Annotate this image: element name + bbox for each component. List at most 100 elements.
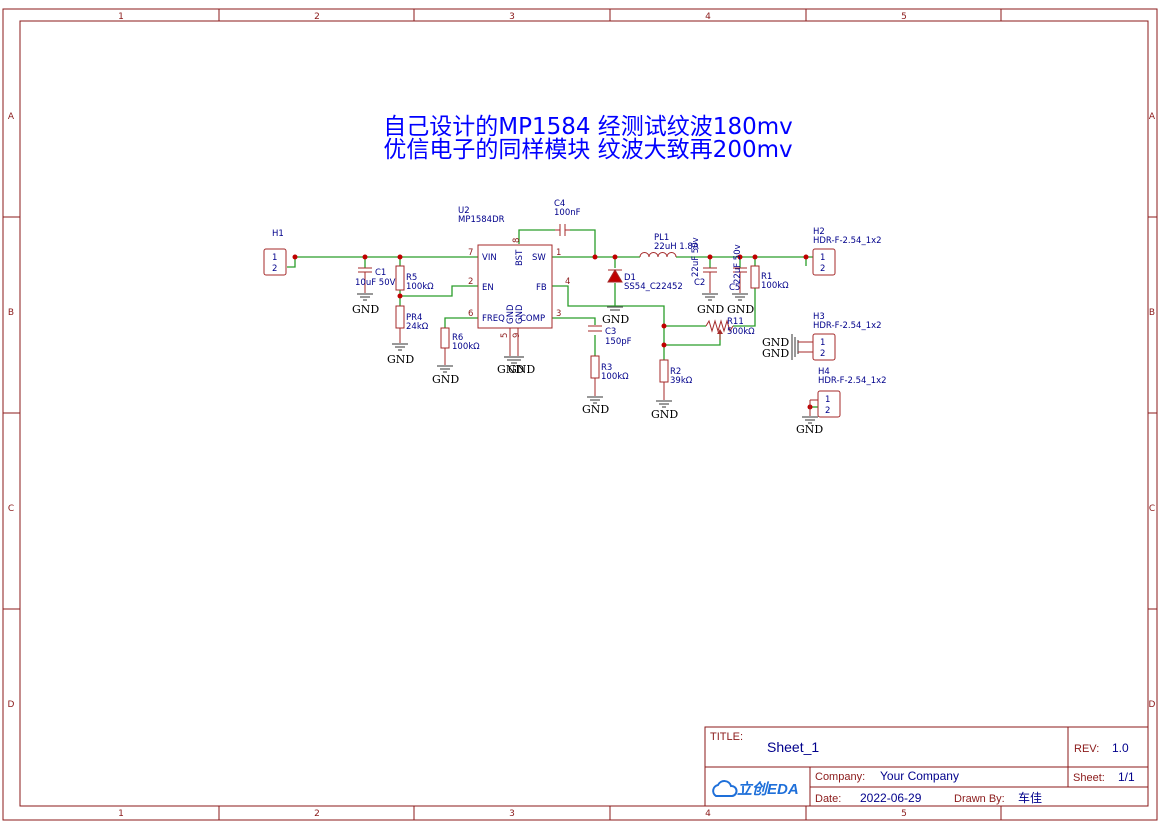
zone-col-3-bottom: 3	[509, 809, 515, 819]
resistor-r2: R2 39kΩ	[659, 359, 693, 400]
diode-d1: D1 SS54_C22452	[607, 269, 683, 292]
c2-value: 22uF 50v	[691, 237, 701, 277]
ic-u2: U2 MP1584DR VIN EN FREQ SW FB COMP BST G…	[458, 206, 570, 356]
c5-ref: C5	[729, 283, 740, 293]
u2-pin-fb: FB	[536, 283, 547, 293]
gnd-c1: GND	[352, 293, 379, 316]
title-label: TITLE:	[710, 731, 743, 743]
u2-pinnum-freq: 6	[468, 309, 473, 319]
resistor-pr4: PR4 24kΩ	[395, 305, 429, 343]
gnd-label: GND	[582, 403, 609, 416]
h1-pin-1: 1	[272, 253, 277, 263]
gnd-label: GND	[651, 408, 678, 421]
r1-ref: R1	[761, 272, 772, 282]
sheet-title: Sheet_1	[767, 739, 819, 755]
gnd-r3: GND	[582, 396, 609, 416]
ground-symbols: GND GND GND GND GND GND GND GND G	[352, 293, 823, 436]
sheet-label: Sheet:	[1073, 772, 1105, 784]
connector-h2: H2 HDR-F-2.54_1x2 1 2	[812, 227, 882, 276]
zone-col-5: 5	[901, 12, 907, 22]
connector-h3: H3 HDR-F-2.54_1x2 1 2	[791, 312, 882, 361]
u2-pinnum-bst: 8	[512, 238, 522, 243]
zone-row-d: D	[8, 700, 15, 710]
inductor-pl1: PL1 22uH 1.8A	[639, 233, 699, 258]
zone-col-2: 2	[314, 12, 320, 22]
gnd-label: GND	[508, 363, 535, 376]
gnd-r6: GND	[432, 365, 459, 386]
h1-ref: H1	[272, 229, 284, 239]
zone-row-b: B	[8, 308, 14, 318]
u2-pin-comp: COMP	[520, 314, 545, 324]
gnd-label: GND	[497, 363, 524, 376]
gnd-c5: GND	[727, 293, 754, 316]
drawn-by-label: Drawn By:	[954, 793, 1005, 805]
u2-pin-freq: FREQ	[482, 314, 505, 324]
gnd-label: GND	[796, 423, 823, 436]
c2-ref: C2	[694, 278, 705, 288]
resistor-r5: R5 100kΩ	[395, 265, 434, 292]
gnd-label: GND	[432, 373, 459, 386]
header-line-2: 优信电子的同样模块 纹波大致再200mv	[383, 137, 792, 163]
zone-labels: 1 2 3 4 5 1 2 3 4 5 A B C D A B C D	[8, 12, 1156, 819]
c5-value: 22uF 50v	[733, 244, 743, 284]
h2-value: HDR-F-2.54_1x2	[813, 236, 882, 246]
gnd-label: GND	[697, 303, 724, 316]
h4-ref: H4	[818, 367, 830, 377]
gnd-label: GND	[762, 336, 789, 349]
company-label: Company:	[815, 771, 865, 783]
h3-value: HDR-F-2.54_1x2	[813, 321, 882, 331]
rev-value: 1.0	[1112, 741, 1129, 755]
zone-row-c-right: C	[1149, 504, 1155, 514]
zone-col-1-bottom: 1	[118, 809, 124, 819]
gnd-h3: GND GND	[762, 336, 789, 360]
gnd-pr4: GND	[387, 343, 414, 366]
drawn-by-value: 车佳	[1018, 790, 1042, 805]
gnd-h4: GND	[796, 416, 823, 436]
gnd-c2: GND	[697, 293, 724, 316]
zone-col-1: 1	[118, 12, 124, 22]
r2-value: 39kΩ	[670, 376, 693, 386]
d1-ref: D1	[624, 273, 636, 283]
capacitor-c5: C5 22uF 50v	[729, 244, 747, 293]
h3-pin-1: 1	[820, 338, 825, 348]
connector-h4: H4 HDR-F-2.54_1x2 1 2	[809, 367, 887, 418]
r6-ref: R6	[452, 333, 463, 343]
h2-pin-2: 2	[820, 264, 825, 274]
cloud-icon	[712, 780, 738, 797]
u2-pinnum-sw: 1	[556, 248, 561, 258]
resistor-r1: R1 100kΩ	[750, 265, 789, 291]
capacitor-c4: C4 100nF	[554, 199, 581, 236]
sheet-frame	[2, 8, 1158, 821]
r11-value: 500kΩ	[727, 327, 755, 337]
h4-value: HDR-F-2.54_1x2	[818, 376, 887, 386]
zone-col-4-bottom: 4	[705, 809, 711, 819]
c1-ref: C1	[375, 268, 386, 278]
date-value: 2022-06-29	[860, 791, 922, 805]
connector-h1: H1 1 2	[263, 229, 287, 276]
r6-value: 100kΩ	[452, 342, 480, 352]
gnd-label: GND	[602, 313, 629, 326]
zone-row-a-right: A	[1149, 112, 1156, 122]
date-label: Date:	[815, 793, 841, 805]
lceda-logo: 立创EDA	[712, 780, 799, 798]
gnd-label: GND	[352, 303, 379, 316]
r3-ref: R3	[601, 363, 612, 373]
pl1-value: 22uH 1.8A	[654, 242, 699, 252]
rev-label: REV:	[1074, 743, 1099, 755]
u2-pinnum-vin: 7	[468, 248, 473, 258]
h3-ref: H3	[813, 312, 825, 322]
zone-row-d-right: D	[1149, 700, 1156, 710]
zone-row-c: C	[8, 504, 14, 514]
zone-col-4: 4	[705, 12, 711, 22]
capacitor-c3: C3 150pF	[588, 325, 632, 347]
zone-col-5-bottom: 5	[901, 809, 907, 819]
logo-text: 立创EDA	[737, 780, 799, 798]
pl1-ref: PL1	[654, 233, 669, 243]
gnd-label: GND	[727, 303, 754, 316]
c3-value: 150pF	[605, 337, 632, 347]
u2-pin-gnd1: GND	[506, 304, 516, 324]
pr4-value: 24kΩ	[406, 322, 429, 332]
r2-ref: R2	[670, 367, 681, 377]
zone-col-3: 3	[509, 12, 515, 22]
